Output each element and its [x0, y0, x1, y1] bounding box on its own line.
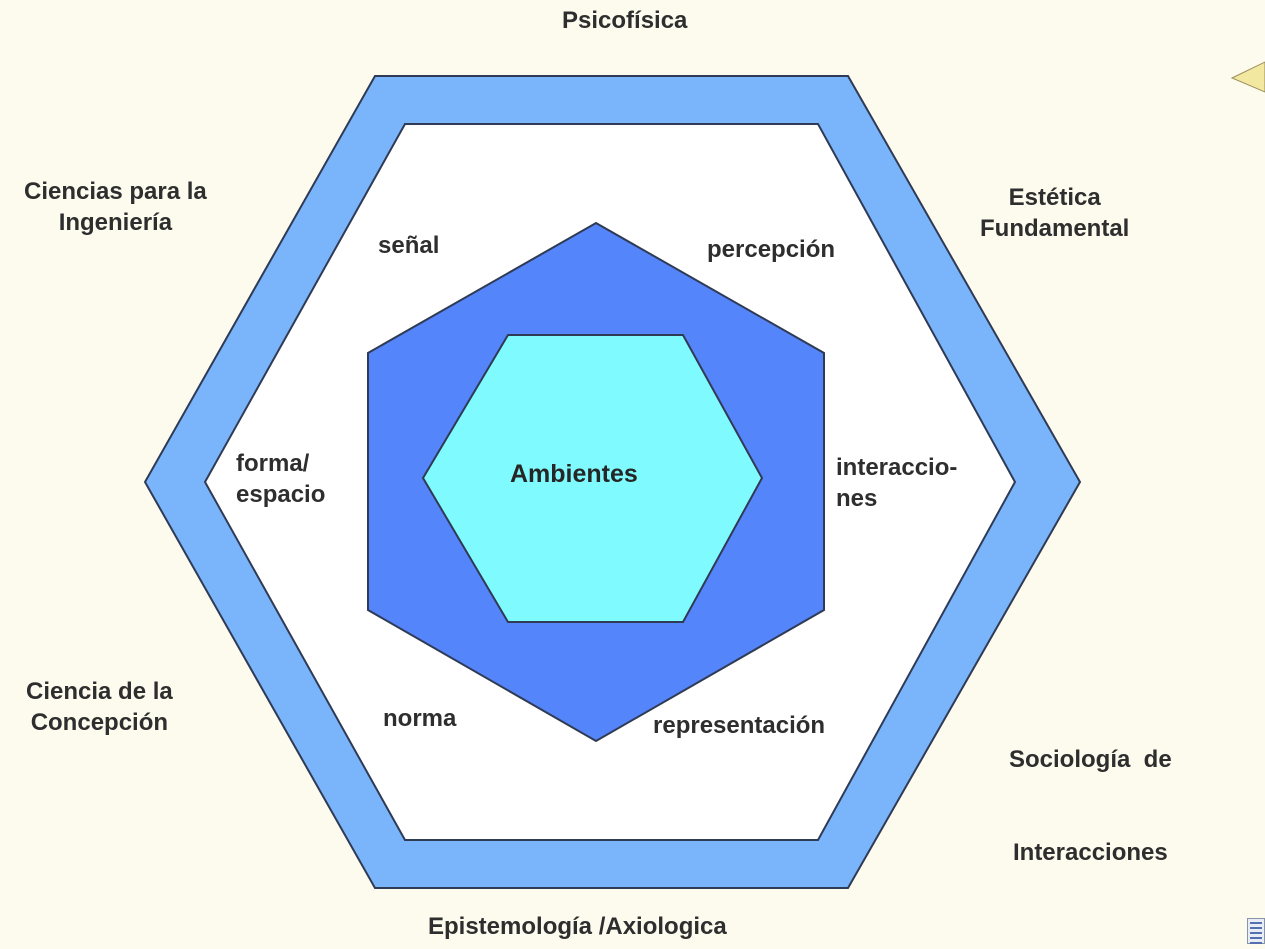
label-ciencia-concepcion: Ciencia de la Concepción [26, 678, 173, 736]
label-representacion: representación [653, 712, 826, 739]
label-ciencias-ingenieria: Ciencias para la Ingeniería [24, 178, 207, 236]
label-forma-espacio: forma/ espacio [236, 450, 326, 508]
label-estetica-fundamental: Estética Fundamental [980, 184, 1130, 242]
speech-pointer-icon [1230, 61, 1265, 93]
label-ambientes: Ambientes [510, 460, 638, 488]
label-norma: norma [383, 705, 457, 732]
label-interacciones: interaccio- nes [836, 454, 958, 512]
core-hexagon [421, 334, 764, 623]
label-psicofisica: Psicofísica [562, 7, 688, 34]
label-senal: señal [378, 232, 440, 259]
label-sociologia-interacciones: Sociología de Interacciones [1009, 746, 1172, 866]
document-icon [1247, 918, 1265, 944]
label-percepcion: percepción [707, 236, 836, 263]
label-epistemologia-axiologica: Epistemología /Axiologica [428, 913, 727, 940]
